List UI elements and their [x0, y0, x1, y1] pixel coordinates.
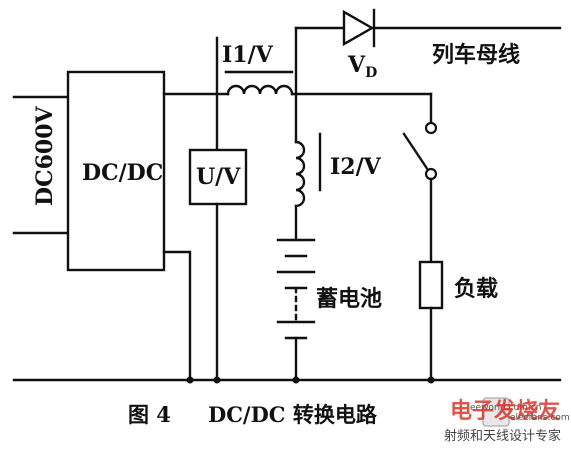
- figure-caption: DC/DC 转换电路: [208, 402, 378, 427]
- diode-vd: [342, 9, 375, 47]
- i1-coil: [226, 84, 294, 96]
- vd-label: VD: [347, 52, 377, 81]
- switch-contact-bottom: [424, 167, 438, 181]
- i1v-label: I1/V: [222, 42, 274, 68]
- watermark-footer: 射频和天线设计专家: [444, 428, 561, 444]
- watermark-logo-icon: [482, 397, 510, 427]
- i2v-label: I2/V: [330, 154, 382, 180]
- train-bus-label: 列车母线: [432, 42, 520, 68]
- watermark: eeworld.com.cn 电子发烧友 elecfans.com 射频和天线设…: [444, 397, 570, 444]
- watermark-web: eeworld.com.cn: [470, 403, 541, 413]
- dcdc-converter-block: [66, 70, 166, 272]
- switch-blade: [402, 132, 430, 172]
- junction-dot: [213, 376, 221, 384]
- load-resistor: [418, 260, 444, 310]
- uv-label: U/V: [196, 164, 241, 190]
- battery-label: 蓄电池: [316, 286, 382, 312]
- i2-coil: [294, 140, 306, 208]
- watermark-main: 电子发烧友: [450, 398, 560, 424]
- junction-dot: [186, 376, 194, 384]
- switch-contact-top: [424, 121, 438, 135]
- junction-dot: [292, 376, 300, 384]
- dcdc-label: DC/DC: [82, 160, 163, 186]
- dc600v-label: DC600V: [32, 105, 58, 206]
- converter-out-negative: [162, 250, 192, 382]
- figure-number: 图 4: [128, 402, 171, 427]
- load-label: 负载: [454, 276, 498, 302]
- watermark-small: elecfans.com: [510, 413, 570, 423]
- junction-dot: [427, 376, 435, 384]
